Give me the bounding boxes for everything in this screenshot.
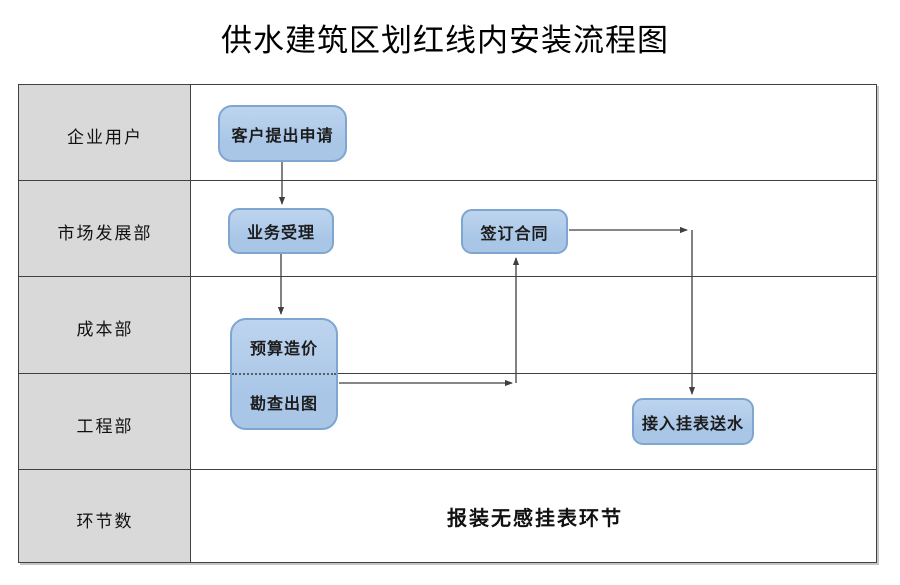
node-budget-label: 预算造价	[249, 340, 318, 358]
lane-header-column	[19, 85, 191, 562]
node-customer-apply: 客户提出申请	[218, 105, 347, 162]
footer-note: 报装无感挂表环节	[447, 508, 623, 530]
row-divider-1	[19, 180, 876, 181]
row-divider-3	[19, 373, 876, 374]
node-meter-water-supply: 接入挂表送水	[632, 398, 754, 445]
node-customer-apply-label: 客户提出申请	[231, 127, 334, 145]
node-sign-contract: 签订合同	[461, 209, 568, 254]
node-business-accept-label: 业务受理	[246, 225, 315, 242]
lane-cost-dept: 成本部	[76, 320, 134, 339]
row-divider-2	[19, 276, 876, 277]
lane-engineering-dept: 工程部	[76, 417, 134, 436]
node-survey-label: 勘查出图	[249, 395, 318, 413]
lane-enterprise-user: 企业用户	[67, 128, 143, 147]
page-title: 供水建筑区划红线内安装流程图	[221, 23, 669, 58]
row-divider-4	[19, 469, 876, 470]
node-meter-water-supply-label: 接入挂表送水	[641, 415, 744, 433]
budget-survey-divider	[232, 373, 336, 375]
node-sign-contract-label: 签订合同	[480, 225, 549, 243]
node-budget-survey-group: 预算造价 勘查出图	[230, 318, 338, 430]
node-business-accept: 业务受理	[228, 208, 334, 254]
lane-market-dev-dept: 市场发展部	[57, 224, 153, 243]
lane-step-count: 环节数	[76, 512, 134, 531]
swimlane-table: 企业用户 市场发展部 成本部 工程部 环节数 报装无感挂表环节	[18, 84, 877, 563]
